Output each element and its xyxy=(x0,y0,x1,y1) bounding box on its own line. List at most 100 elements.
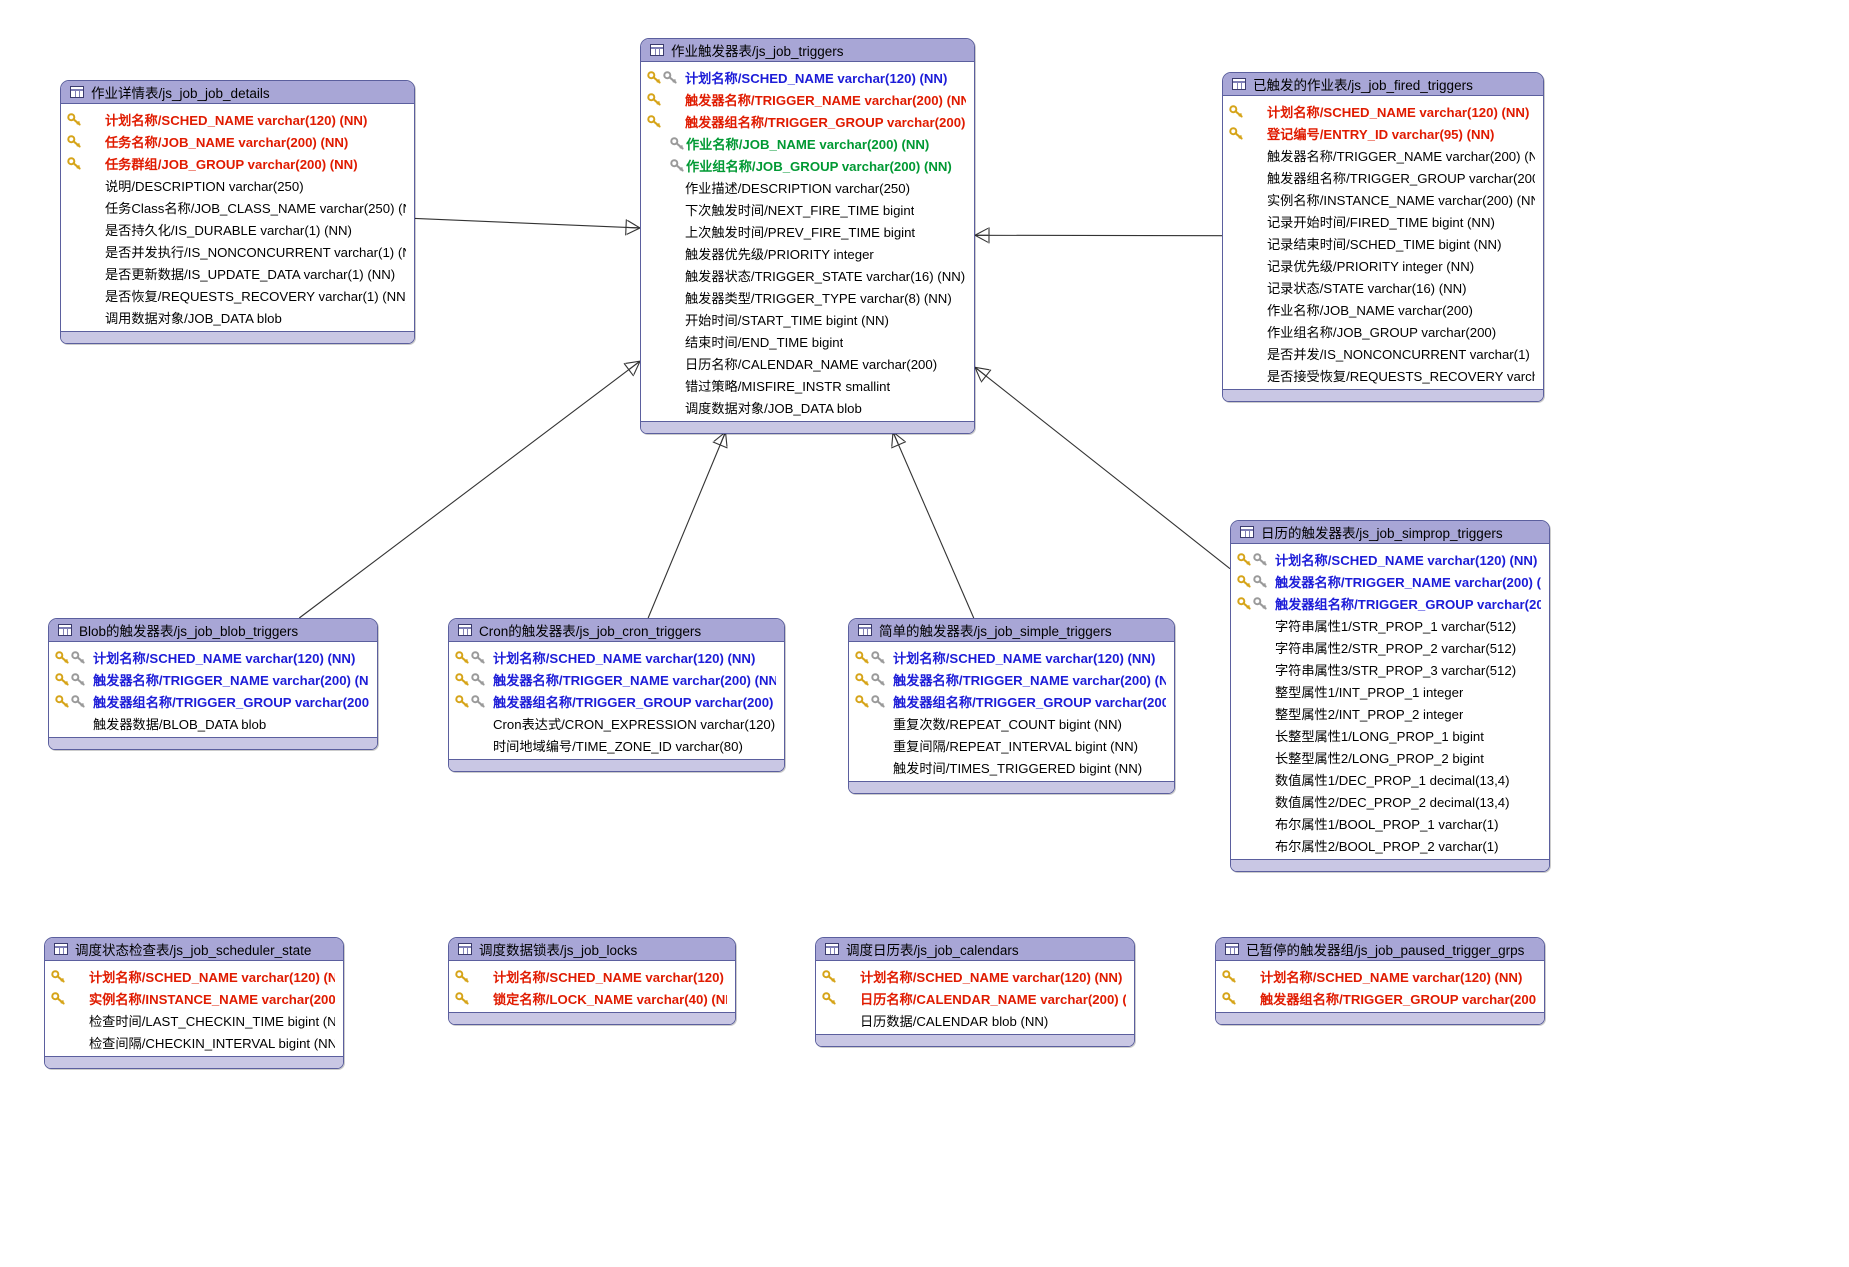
field-row[interactable]: 登记编号/ENTRY_ID varchar(95) (NN) xyxy=(1223,122,1543,144)
field-row[interactable]: 实例名称/INSTANCE_NAME varchar(200) (NN) xyxy=(45,987,343,1009)
field-row[interactable]: 计划名称/SCHED_NAME varchar(120) (NN) xyxy=(816,965,1134,987)
field-row[interactable]: 调度数据对象/JOB_DATA blob xyxy=(641,396,974,418)
field-row[interactable]: 计划名称/SCHED_NAME varchar(120) (NN) xyxy=(641,66,974,88)
field-row[interactable]: 锁定名称/LOCK_NAME varchar(40) (NN) xyxy=(449,987,735,1009)
field-row[interactable]: 计划名称/SCHED_NAME varchar(120) (NN) xyxy=(449,965,735,987)
field-row[interactable]: 调用数据对象/JOB_DATA blob xyxy=(61,306,414,328)
field-row[interactable]: 日历名称/CALENDAR_NAME varchar(200) xyxy=(641,352,974,374)
field-label: 是否更新数据/IS_UPDATE_DATA varchar(1) (NN) xyxy=(105,266,396,282)
field-row[interactable]: 触发器类型/TRIGGER_TYPE varchar(8) (NN) xyxy=(641,286,974,308)
field-row[interactable]: 触发器名称/TRIGGER_NAME varchar(200) (NN) xyxy=(449,668,784,690)
field-row[interactable]: 计划名称/SCHED_NAME varchar(120) (NN) xyxy=(61,108,414,130)
field-row[interactable]: 记录状态/STATE varchar(16) (NN) xyxy=(1223,276,1543,298)
field-row[interactable]: 计划名称/SCHED_NAME varchar(120) (NN) xyxy=(1216,965,1544,987)
field-row[interactable]: 触发器组名称/TRIGGER_GROUP varchar(200) (NN) xyxy=(1223,166,1543,188)
field-row[interactable]: 是否恢复/REQUESTS_RECOVERY varchar(1) (NN) xyxy=(61,284,414,306)
field-row[interactable]: 上次触发时间/PREV_FIRE_TIME bigint xyxy=(641,220,974,242)
field-row[interactable]: 整型属性1/INT_PROP_1 integer xyxy=(1231,680,1549,702)
field-row[interactable]: 字符串属性3/STR_PROP_3 varchar(512) xyxy=(1231,658,1549,680)
field-row[interactable]: 计划名称/SCHED_NAME varchar(120) (NN) xyxy=(45,965,343,987)
field-row[interactable]: 实例名称/INSTANCE_NAME varchar(200) (NN) xyxy=(1223,188,1543,210)
field-row[interactable]: 布尔属性1/BOOL_PROP_1 varchar(1) xyxy=(1231,812,1549,834)
field-row[interactable]: 触发器名称/TRIGGER_NAME varchar(200) (NN) xyxy=(641,88,974,110)
field-row[interactable]: 数值属性1/DEC_PROP_1 decimal(13,4) xyxy=(1231,768,1549,790)
field-row[interactable]: 是否持久化/IS_DURABLE varchar(1) (NN) xyxy=(61,218,414,240)
field-row[interactable]: 记录开始时间/FIRED_TIME bigint (NN) xyxy=(1223,210,1543,232)
field-row[interactable]: 触发时间/TIMES_TRIGGERED bigint (NN) xyxy=(849,756,1174,778)
field-row[interactable]: 触发器名称/TRIGGER_NAME varchar(200) (NN) xyxy=(849,668,1174,690)
entity-title: Blob的触发器表/js_job_blob_triggers xyxy=(79,624,299,639)
entity-footer xyxy=(1231,859,1549,871)
field-row[interactable]: 布尔属性2/BOOL_PROP_2 varchar(1) xyxy=(1231,834,1549,856)
field-label: 检查时间/LAST_CHECKIN_TIME bigint (NN) xyxy=(89,1013,335,1029)
field-row[interactable]: 字符串属性2/STR_PROP_2 varchar(512) xyxy=(1231,636,1549,658)
field-row[interactable]: 数值属性2/DEC_PROP_2 decimal(13,4) xyxy=(1231,790,1549,812)
field-row[interactable]: 日历数据/CALENDAR blob (NN) xyxy=(816,1009,1134,1031)
gray-key-icon xyxy=(647,136,686,151)
field-row[interactable]: 触发器名称/TRIGGER_NAME varchar(200) (NN) xyxy=(1231,570,1549,592)
field-row[interactable]: Cron表达式/CRON_EXPRESSION varchar(120) (NN… xyxy=(449,712,784,734)
field-row[interactable]: 时间地域编号/TIME_ZONE_ID varchar(80) xyxy=(449,734,784,756)
field-row[interactable]: 记录结束时间/SCHED_TIME bigint (NN) xyxy=(1223,232,1543,254)
field-row[interactable]: 触发器数据/BLOB_DATA blob xyxy=(49,712,377,734)
field-row[interactable]: 触发器状态/TRIGGER_STATE varchar(16) (NN) xyxy=(641,264,974,286)
field-row[interactable]: 字符串属性1/STR_PROP_1 varchar(512) xyxy=(1231,614,1549,636)
field-row[interactable]: 触发器名称/TRIGGER_NAME varchar(200) (NN) xyxy=(49,668,377,690)
field-row[interactable]: 任务名称/JOB_NAME varchar(200) (NN) xyxy=(61,130,414,152)
field-row[interactable]: 日历名称/CALENDAR_NAME varchar(200) (NN) xyxy=(816,987,1134,1009)
field-row[interactable]: 是否接受恢复/REQUESTS_RECOVERY varchar(1) xyxy=(1223,364,1543,386)
field-row[interactable]: 开始时间/START_TIME bigint (NN) xyxy=(641,308,974,330)
field-row[interactable]: 作业组名称/JOB_GROUP varchar(200) xyxy=(1223,320,1543,342)
field-row[interactable]: 说明/DESCRIPTION varchar(250) xyxy=(61,174,414,196)
field-row[interactable]: 计划名称/SCHED_NAME varchar(120) (NN) xyxy=(49,646,377,668)
field-row[interactable]: 触发器组名称/TRIGGER_GROUP varchar(200) (NN) xyxy=(449,690,784,712)
field-label: 计划名称/SCHED_NAME varchar(120) (NN) xyxy=(1275,552,1538,568)
field-row[interactable]: 计划名称/SCHED_NAME varchar(120) (NN) xyxy=(1231,548,1549,570)
field-row[interactable]: 长整型属性1/LONG_PROP_1 bigint xyxy=(1231,724,1549,746)
field-row[interactable]: 记录优先级/PRIORITY integer (NN) xyxy=(1223,254,1543,276)
field-row[interactable]: 计划名称/SCHED_NAME varchar(120) (NN) xyxy=(849,646,1174,668)
field-row[interactable]: 重复间隔/REPEAT_INTERVAL bigint (NN) xyxy=(849,734,1174,756)
entity-blob_triggers[interactable]: Blob的触发器表/js_job_blob_triggers 计划名称/SCHED… xyxy=(48,618,378,750)
field-row[interactable]: 触发器名称/TRIGGER_NAME varchar(200) (NN) xyxy=(1223,144,1543,166)
field-row[interactable]: 作业描述/DESCRIPTION varchar(250) xyxy=(641,176,974,198)
field-row[interactable]: 作业名称/JOB_NAME varchar(200) xyxy=(1223,298,1543,320)
field-row[interactable]: 重复次数/REPEAT_COUNT bigint (NN) xyxy=(849,712,1174,734)
field-row[interactable]: 触发器优先级/PRIORITY integer xyxy=(641,242,974,264)
field-row[interactable]: 任务群组/JOB_GROUP varchar(200) (NN) xyxy=(61,152,414,174)
field-label: 上次触发时间/PREV_FIRE_TIME bigint xyxy=(685,224,916,240)
field-row[interactable]: 下次触发时间/NEXT_FIRE_TIME bigint xyxy=(641,198,974,220)
field-row[interactable]: 错过策略/MISFIRE_INSTR smallint xyxy=(641,374,974,396)
field-row[interactable]: 整型属性2/INT_PROP_2 integer xyxy=(1231,702,1549,724)
field-row[interactable]: 计划名称/SCHED_NAME varchar(120) (NN) xyxy=(449,646,784,668)
field-row[interactable]: 是否更新数据/IS_UPDATE_DATA varchar(1) (NN) xyxy=(61,262,414,284)
field-row[interactable]: 任务Class名称/JOB_CLASS_NAME varchar(250) (N… xyxy=(61,196,414,218)
field-row[interactable]: 是否并发执行/IS_NONCONCURRENT varchar(1) (NN) xyxy=(61,240,414,262)
field-row[interactable]: 触发器组名称/TRIGGER_GROUP varchar(200) (NN) xyxy=(49,690,377,712)
field-row[interactable]: 检查时间/LAST_CHECKIN_TIME bigint (NN) xyxy=(45,1009,343,1031)
field-row[interactable]: 检查间隔/CHECKIN_INTERVAL bigint (NN) xyxy=(45,1031,343,1053)
field-label: 计划名称/SCHED_NAME varchar(120) (NN) xyxy=(1260,969,1523,985)
field-row[interactable]: 触发器组名称/TRIGGER_GROUP varchar(200) (NN) xyxy=(641,110,974,132)
field-row[interactable]: 作业名称/JOB_NAME varchar(200) (NN) xyxy=(641,132,974,154)
field-row[interactable]: 触发器组名称/TRIGGER_GROUP varchar(200) (NN) xyxy=(849,690,1174,712)
field-row[interactable]: 触发器组名称/TRIGGER_GROUP varchar(200) (NN) xyxy=(1216,987,1544,1009)
field-row[interactable]: 作业组名称/JOB_GROUP varchar(200) (NN) xyxy=(641,154,974,176)
field-row[interactable]: 结束时间/END_TIME bigint xyxy=(641,330,974,352)
field-row[interactable]: 触发器组名称/TRIGGER_GROUP varchar(200) (NN) xyxy=(1231,592,1549,614)
field-row[interactable]: 长整型属性2/LONG_PROP_2 bigint xyxy=(1231,746,1549,768)
field-row[interactable]: 计划名称/SCHED_NAME varchar(120) (NN) xyxy=(1223,100,1543,122)
relationship-simple_triggers-to-triggers xyxy=(891,431,975,619)
field-row[interactable]: 是否并发/IS_NONCONCURRENT varchar(1) xyxy=(1223,342,1543,364)
field-label: 触发器名称/TRIGGER_NAME varchar(200) (NN) xyxy=(893,672,1166,688)
